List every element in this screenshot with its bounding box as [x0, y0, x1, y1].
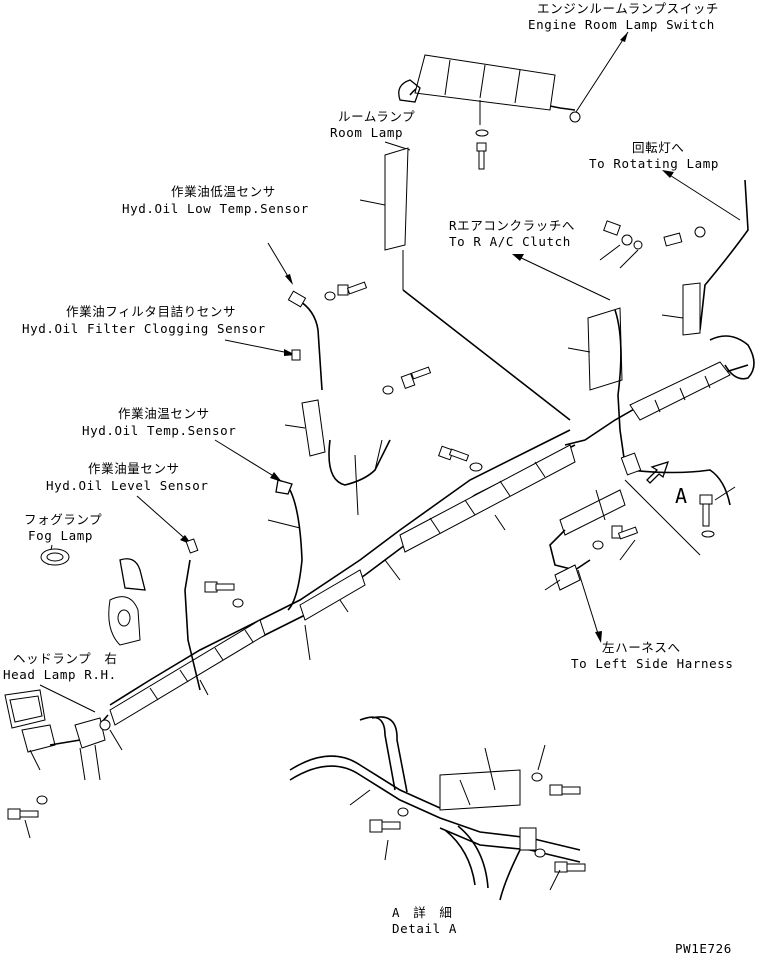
label-engine-room-lamp-switch-en: Engine Room Lamp Switch — [528, 17, 715, 32]
ac-clutch-connector — [567, 307, 626, 466]
label-detail-en: Detail A — [392, 921, 457, 936]
label-engine-room-lamp-switch-jp: エンジンルームランプスイッチ — [537, 1, 719, 16]
label-fog-lamp-en: Fog Lamp — [28, 528, 93, 543]
roof-harness — [398, 54, 581, 170]
label-room-lamp-jp: ルームランプ — [338, 109, 415, 124]
label-r-ac-clutch-en: To R A/C Clutch — [449, 234, 571, 249]
bolt-cluster — [204, 281, 483, 608]
room-lamp — [359, 147, 571, 421]
label-fog-lamp-jp: フォグランプ — [24, 512, 102, 527]
label-hyd-oil-temp-jp: 作業油温センサ — [118, 406, 210, 421]
detail-a-drawing — [289, 716, 586, 901]
label-left-side-harness-en: To Left Side Harness — [571, 656, 734, 671]
label-filter-clogging-en: Hyd.Oil Filter Clogging Sensor — [22, 321, 266, 336]
label-room-lamp-en: Room Lamp — [330, 125, 403, 140]
label-hyd-oil-level-jp: 作業油量センサ — [88, 461, 180, 476]
fog-lamp — [40, 548, 70, 566]
label-r-ac-clutch-jp: Rエアコンクラッチへ — [449, 218, 575, 233]
sensor-branches — [184, 290, 391, 691]
label-hyd-oil-temp-en: Hyd.Oil Temp.Sensor — [82, 423, 236, 438]
bracket-parts — [108, 558, 146, 646]
rotating-lamp-branch — [599, 179, 755, 380]
right-harness — [564, 361, 749, 556]
label-hyd-oil-level-en: Hyd.Oil Level Sensor — [46, 478, 209, 493]
label-filter-clogging-jp: 作業油フィルタ目詰りセンサ — [66, 304, 236, 319]
left-harness-branch — [544, 489, 639, 591]
head-lamp — [4, 689, 123, 781]
drawing-code: PW1E726 — [675, 941, 732, 956]
label-rotating-lamp-en: To Rotating Lamp — [589, 156, 719, 171]
view-marker-a: A — [675, 484, 688, 508]
label-rotating-lamp-jp: 回転灯へ — [632, 140, 684, 155]
label-head-lamp-en: Head Lamp R.H. — [3, 667, 117, 682]
label-head-lamp-jp: ヘッドランプ 右 — [13, 651, 117, 666]
label-hyd-oil-low-temp-jp: 作業油低温センサ — [171, 184, 276, 199]
label-detail-jp: A 詳 細 — [392, 905, 453, 920]
head-lamp-bolt — [7, 795, 48, 839]
label-left-side-harness-jp: 左ハーネスへ — [602, 640, 681, 655]
label-hyd-oil-low-temp-en: Hyd.Oil Low Temp.Sensor — [122, 201, 309, 216]
main-harness — [109, 429, 576, 726]
